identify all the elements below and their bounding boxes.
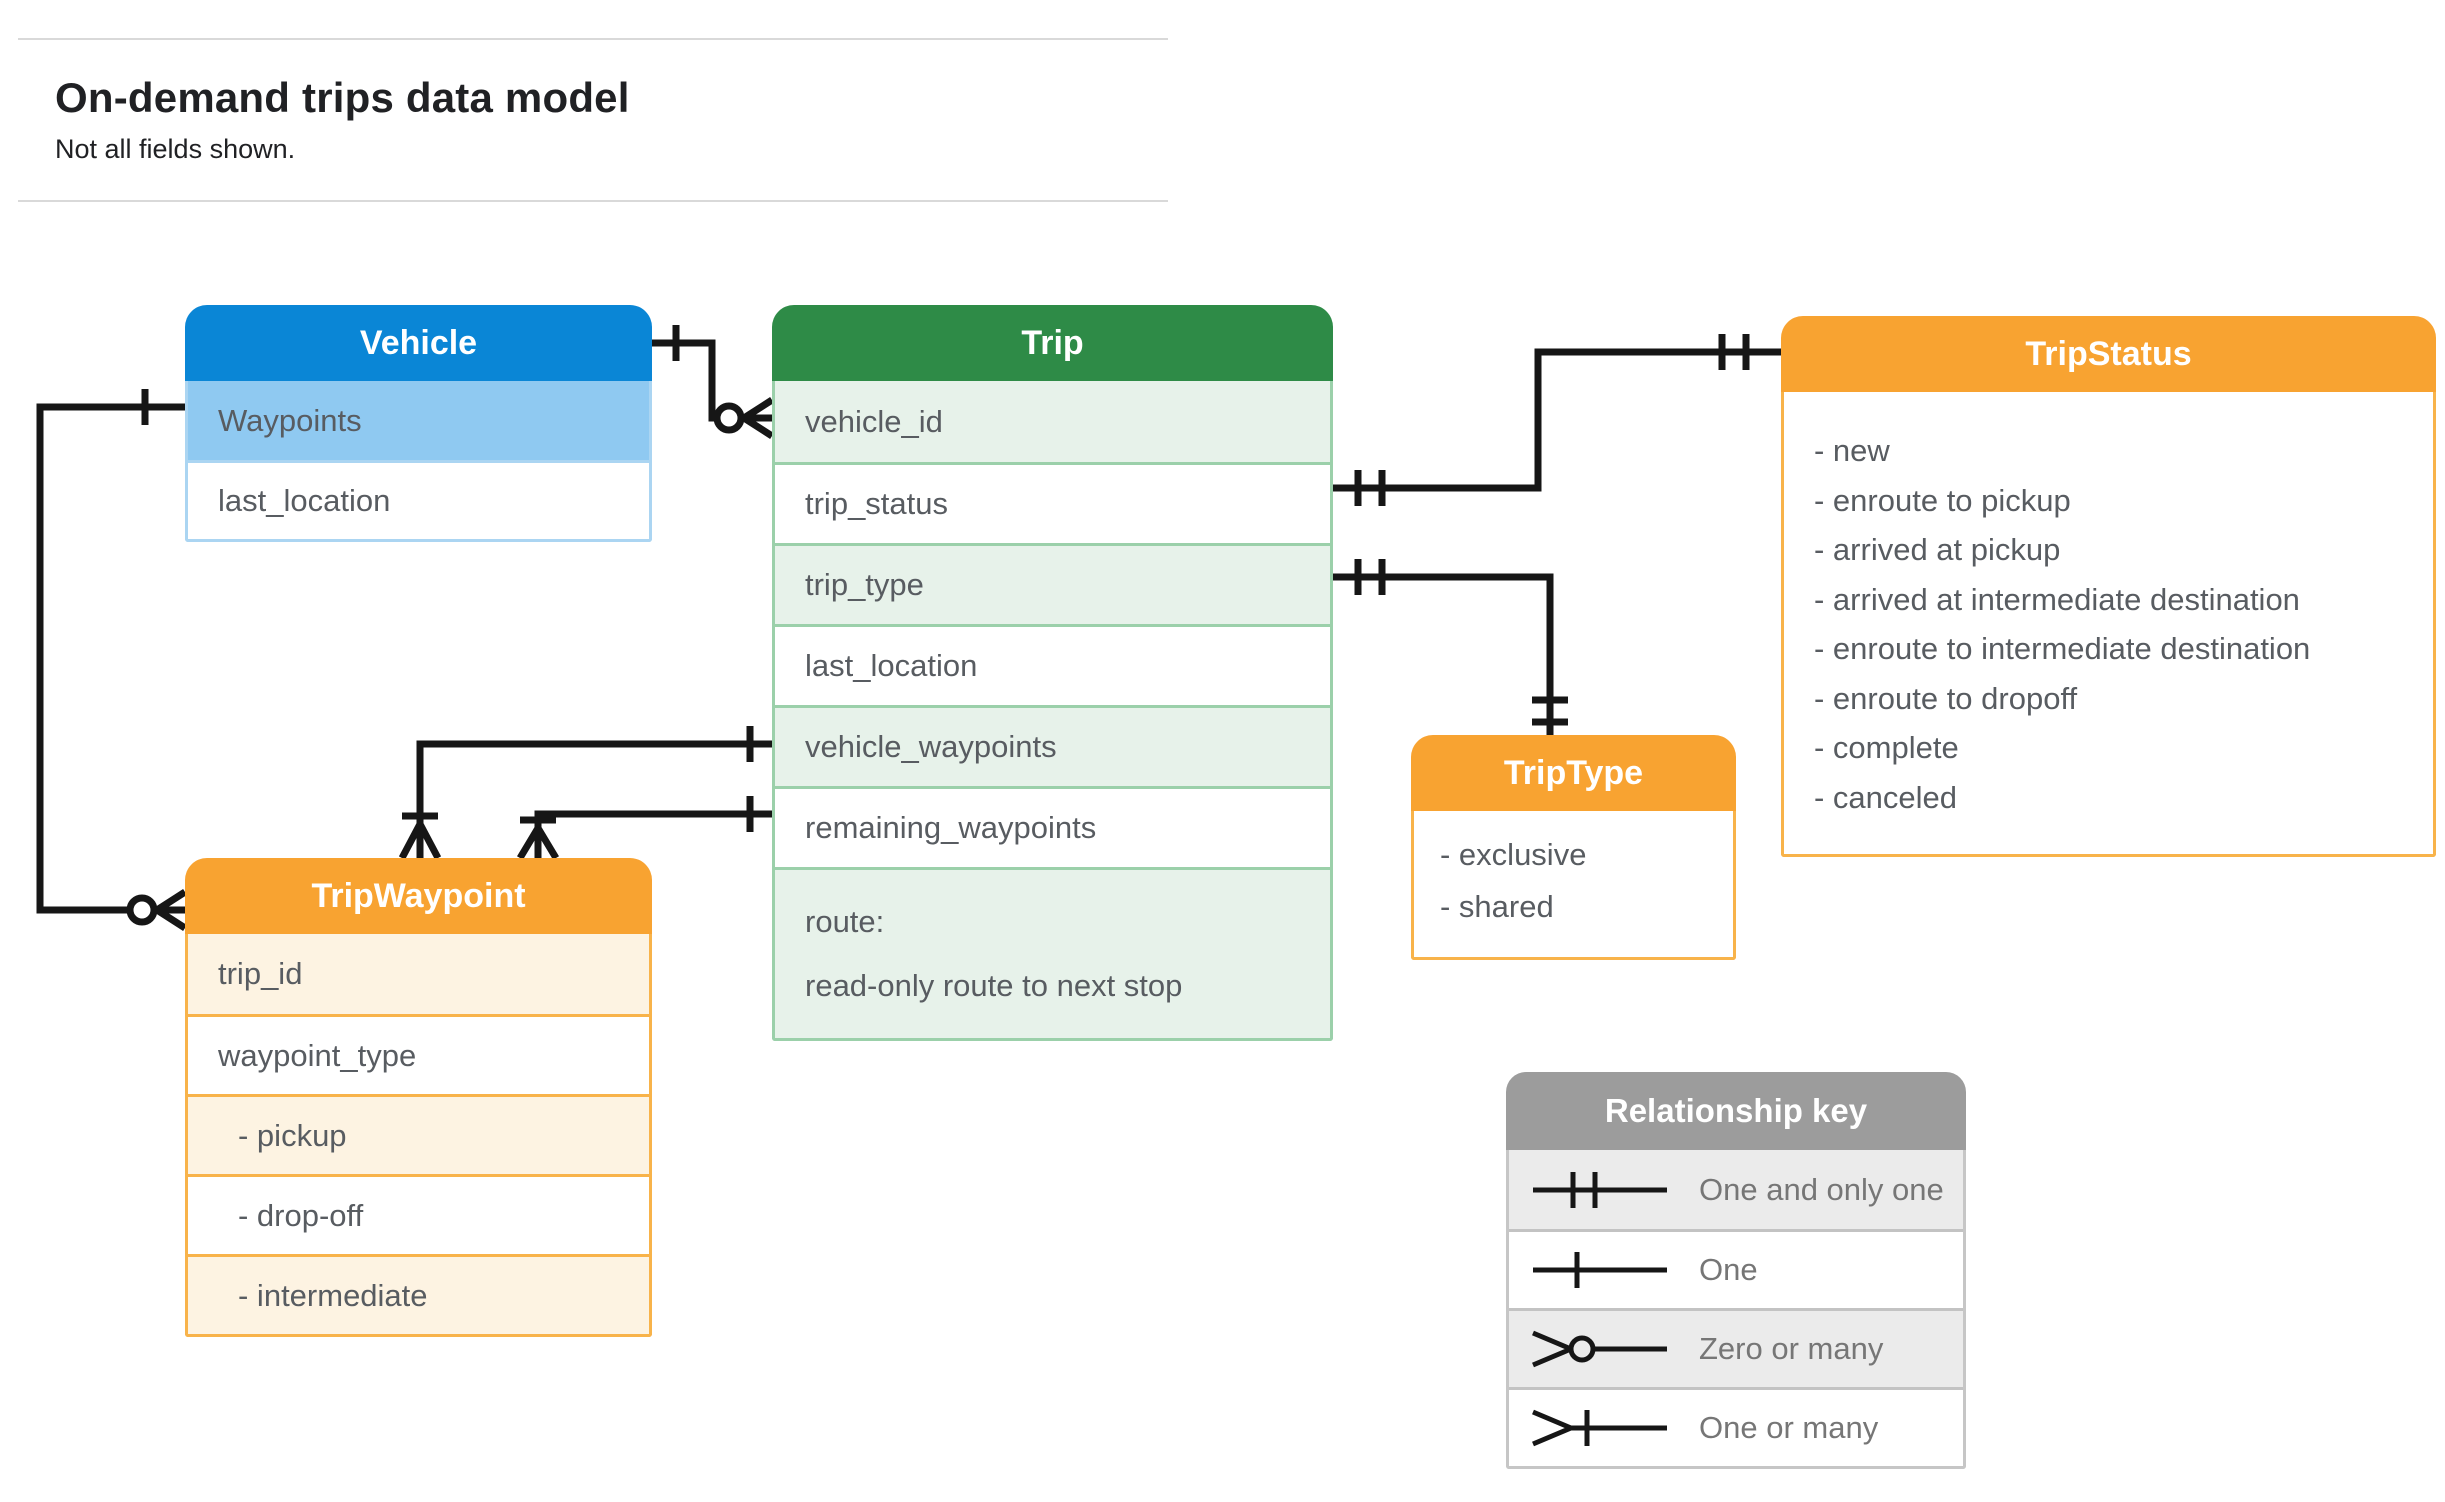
entity-vehicle: Vehicle Waypoints last_location xyxy=(185,305,652,542)
entity-tripwaypoint-title: TripWaypoint xyxy=(185,858,652,934)
enum-item: - canceled xyxy=(1814,779,1958,815)
enum-item: - enroute to intermediate destination xyxy=(1814,631,2311,666)
field-label: last_location xyxy=(805,648,978,683)
entity-vehicle-title: Vehicle xyxy=(185,305,652,381)
one-or-many-icon xyxy=(1525,1402,1675,1454)
one-icon xyxy=(1525,1244,1675,1296)
enum-item: - complete xyxy=(1814,730,1959,765)
field-label: - drop-off xyxy=(238,1197,364,1233)
field-label: trip_type xyxy=(805,567,924,602)
entity-tripstatus: TripStatus - new - enroute to pickup - arr… xyxy=(1781,316,2436,857)
enum-item: - enroute to dropoff xyxy=(1814,680,2078,716)
field-row: last_location xyxy=(188,460,649,539)
field-row: Waypoints xyxy=(188,381,649,460)
field-label: Waypoints xyxy=(218,402,362,438)
field-row: waypoint_type xyxy=(188,1014,649,1094)
zero-or-many-icon xyxy=(1525,1323,1675,1375)
entity-trip: Trip vehicle_id trip_status trip_type last_… xyxy=(772,305,1333,1041)
field-row: - drop-off xyxy=(188,1174,649,1254)
field-row: remaining_waypoints xyxy=(775,786,1330,867)
field-row: - pickup xyxy=(188,1094,649,1174)
legend-row: Zero or many xyxy=(1509,1308,1963,1387)
bottom-divider xyxy=(18,200,1168,202)
entity-triptype-title: TripType xyxy=(1411,735,1736,811)
field-line: read-only route to next stop xyxy=(805,968,1183,1003)
field-label: - intermediate xyxy=(238,1277,428,1313)
field-label: vehicle_waypoints xyxy=(805,729,1057,764)
field-row: trip_type xyxy=(775,543,1330,624)
page-subtitle: Not all fields shown. xyxy=(55,134,296,164)
field-line: route: xyxy=(805,904,885,939)
entity-tripwaypoint: TripWaypoint trip_id waypoint_type - picku… xyxy=(185,858,652,1337)
page-title: On-demand trips data model xyxy=(55,74,630,121)
field-row: route: read-only route to next stop xyxy=(775,867,1330,1038)
field-row: vehicle_id xyxy=(775,381,1330,462)
enum-item: - enroute to pickup xyxy=(1814,482,2071,518)
connector-vehicle-to-trip xyxy=(648,325,774,439)
relationship-key-title: Relationship key xyxy=(1506,1072,1966,1150)
connector-vehicle-waypoints-to-tripwaypoint xyxy=(36,389,187,931)
field-label: last_location xyxy=(218,483,391,518)
field-label: waypoint_type xyxy=(218,1037,417,1073)
field-row: - intermediate xyxy=(188,1254,649,1334)
top-divider xyxy=(18,38,1168,40)
enum-item: - shared xyxy=(1440,889,1554,924)
entity-trip-title: Trip xyxy=(772,305,1333,381)
entity-tripstatus-title: TripStatus xyxy=(1781,316,2436,392)
legend-label: One xyxy=(1699,1252,1758,1287)
field-row: vehicle_waypoints xyxy=(775,705,1330,786)
enum-item: - new xyxy=(1814,433,1890,468)
legend-row: One or many xyxy=(1509,1387,1963,1466)
enum-item: - arrived at intermediate destination xyxy=(1814,581,2300,617)
connector-remaining-waypoints-to-tripwaypoint xyxy=(516,796,772,860)
field-row: trip_status xyxy=(775,462,1330,543)
legend-row: One xyxy=(1509,1229,1963,1308)
entity-triptype: TripType - exclusive - shared xyxy=(1411,735,1736,960)
one-and-only-one-icon xyxy=(1525,1164,1675,1216)
connector-trip-type-to-triptype xyxy=(1333,559,1568,735)
field-row: trip_id xyxy=(188,934,649,1014)
connector-trip-status-to-tripstatus xyxy=(1333,334,1781,506)
enum-item: - arrived at pickup xyxy=(1814,532,2061,567)
legend-label: One or many xyxy=(1699,1410,1879,1445)
field-label: trip_status xyxy=(805,486,949,521)
field-label: remaining_waypoints xyxy=(805,810,1097,845)
connector-vehicle-waypoints-field-to-tripwaypoint xyxy=(398,726,772,860)
field-label: trip_id xyxy=(218,956,303,991)
legend-label: One and only one xyxy=(1699,1171,1944,1207)
field-label: - pickup xyxy=(238,1117,347,1153)
field-row: last_location xyxy=(775,624,1330,705)
legend-label: Zero or many xyxy=(1699,1331,1884,1366)
field-label: vehicle_id xyxy=(805,403,943,439)
enum-item: - exclusive xyxy=(1440,837,1587,872)
legend-row: One and only one xyxy=(1509,1150,1963,1229)
